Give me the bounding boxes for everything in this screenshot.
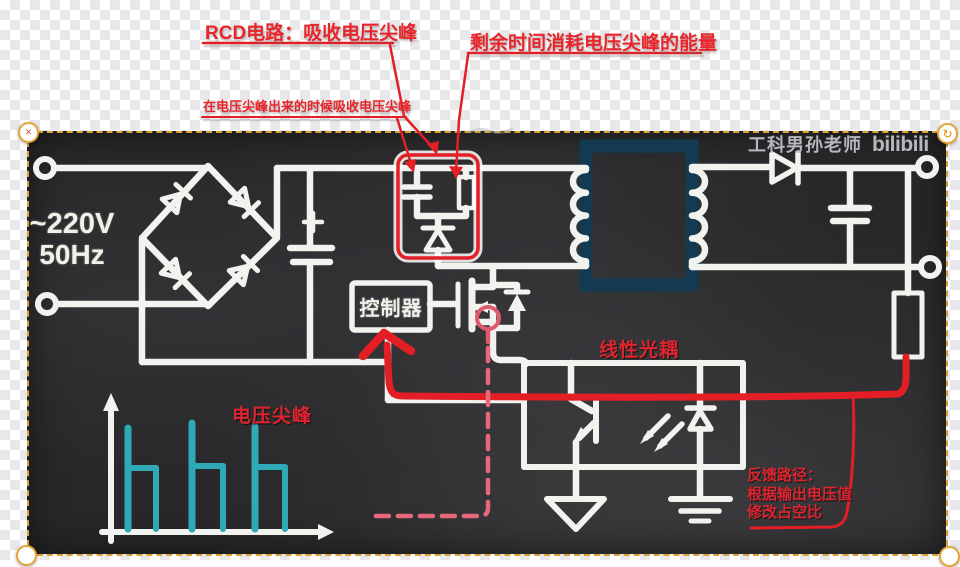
mains-frequency: 50Hz — [39, 239, 105, 270]
dissipate-energy-annotation: 剩余时间消耗电压尖峰的能量 — [470, 33, 718, 54]
rotate-handle[interactable]: ↻ — [937, 123, 958, 144]
controller-label: 控制器 — [359, 298, 423, 320]
bilibili-logo: bilibili — [872, 133, 929, 156]
voltage-spike-label: 电压尖峰 — [232, 406, 313, 427]
resize-handle-bottom-left[interactable] — [16, 545, 37, 566]
feedback-line3: 修改占空比 — [747, 504, 823, 521]
feedback-path-note: 反馈路径： 根据输出电压值 修改占空比 — [747, 467, 852, 523]
feedback-line2: 根据输出电压值 — [747, 485, 853, 503]
delete-handle[interactable]: ✕ — [18, 122, 39, 143]
author-watermark: 工科男孙老师 — [748, 135, 862, 155]
rotate-icon: ↻ — [942, 126, 953, 141]
rcd-circuit-annotation: RCD电路：吸收电压尖峰 — [205, 23, 418, 44]
watermark: 工科男孙老师 bilibili — [748, 131, 929, 157]
resize-handle-bottom-right[interactable] — [939, 546, 960, 567]
absorb-spike-annotation: 在电压尖峰出来的时候吸收电压尖峰 — [203, 99, 412, 114]
feedback-title: 反馈路径： — [747, 467, 823, 484]
optocoupler-label: 线性光耦 — [599, 340, 680, 361]
input-voltage-label: ~220V 50Hz — [22, 208, 122, 270]
mains-voltage: ~220V — [29, 208, 115, 240]
close-icon: ✕ — [24, 127, 33, 137]
